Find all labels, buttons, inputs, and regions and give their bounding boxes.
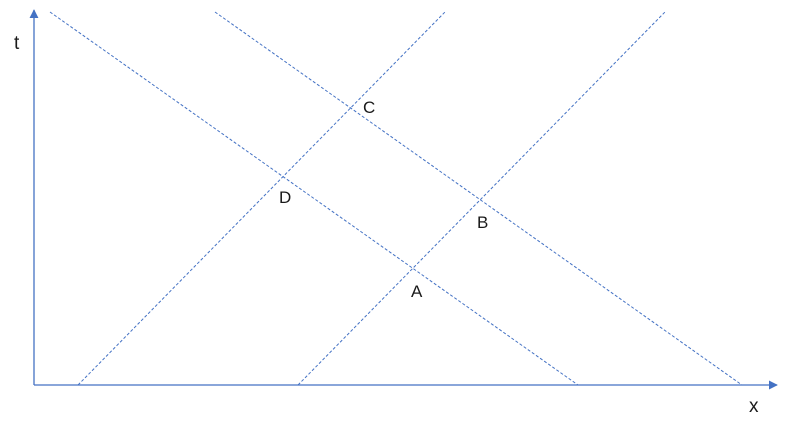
dashed-line-falling-left <box>49 11 579 386</box>
point-label-c: C <box>363 98 376 117</box>
dashed-line-rising-right <box>297 11 666 386</box>
x-axis-label: x <box>749 396 759 417</box>
t-axis-label: t <box>14 33 20 54</box>
dashed-line-falling-right <box>214 11 743 386</box>
point-label-a: A <box>411 282 423 301</box>
point-label-d: D <box>279 188 292 207</box>
dashed-line-rising-left <box>77 11 446 386</box>
point-label-b: B <box>477 213 489 232</box>
